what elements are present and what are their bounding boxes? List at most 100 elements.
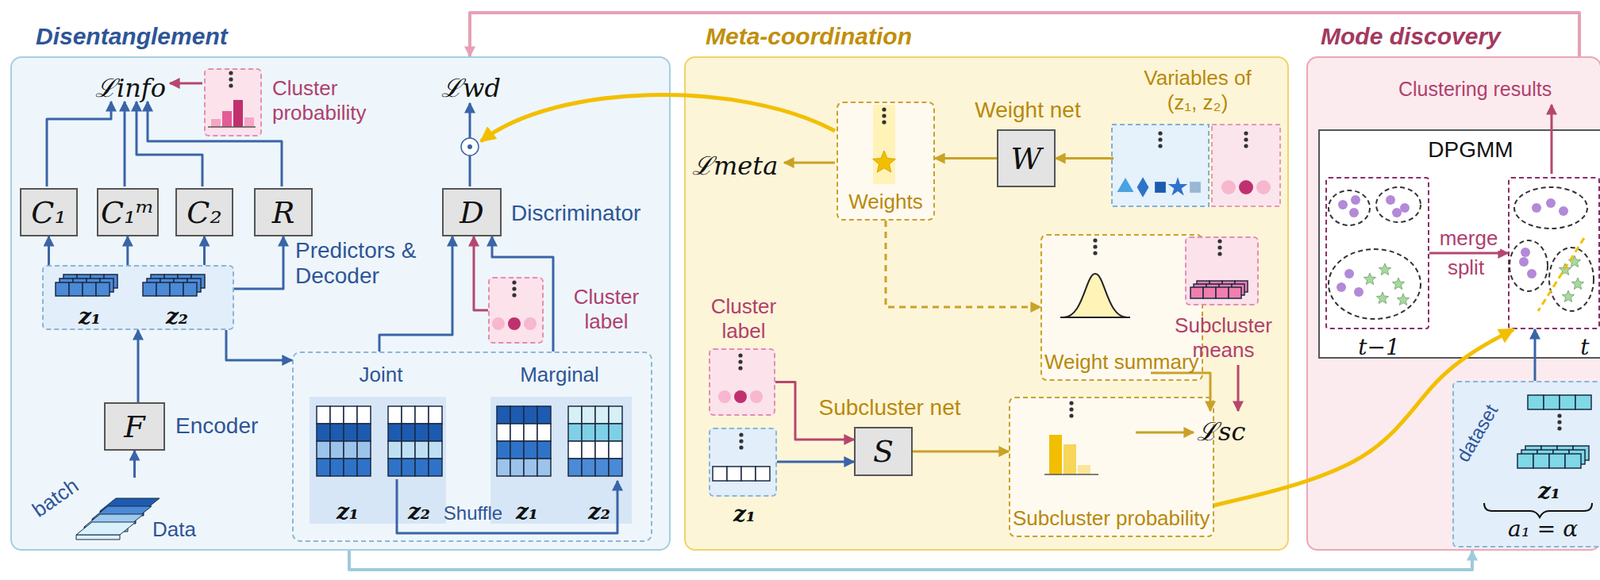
connector bbox=[138, 330, 139, 403]
latent-cells bbox=[69, 282, 83, 297]
variable-shape bbox=[1137, 176, 1150, 198]
data-point bbox=[1519, 257, 1529, 267]
data-point bbox=[1561, 290, 1574, 303]
latent-cells bbox=[55, 282, 70, 297]
connector-path bbox=[912, 450, 1009, 454]
connector-path bbox=[234, 236, 284, 289]
connector-path bbox=[1534, 329, 1537, 381]
connector-path bbox=[934, 157, 997, 160]
dataset-cells bbox=[1525, 446, 1542, 461]
connector-path bbox=[1055, 157, 1114, 160]
sample-matrix bbox=[343, 441, 358, 459]
node-title: Cluster probability bbox=[272, 76, 392, 126]
cluster-outline bbox=[1376, 187, 1421, 223]
label-dot bbox=[507, 317, 521, 331]
label-dot bbox=[750, 390, 763, 404]
node-title: Cluster label bbox=[698, 294, 789, 344]
data-slab bbox=[100, 511, 144, 516]
latent-cells bbox=[187, 278, 201, 293]
dataset-cells bbox=[1575, 395, 1592, 410]
node-title: C₂ bbox=[186, 195, 222, 231]
sample-matrix bbox=[581, 458, 596, 477]
sample-matrix bbox=[496, 423, 511, 442]
node-title: Cluster label bbox=[562, 284, 650, 335]
dataset-cells bbox=[1569, 450, 1585, 465]
node-title: Mode discovery bbox=[1320, 23, 1501, 50]
cluster-outline bbox=[1328, 249, 1421, 320]
node-text: Data bbox=[152, 517, 197, 543]
data-point bbox=[1349, 207, 1359, 218]
connector-path bbox=[1214, 329, 1514, 506]
ellipsis-dot bbox=[881, 119, 886, 124]
variable-shape bbox=[1168, 176, 1189, 197]
label-dot bbox=[492, 317, 505, 331]
variable-shape bbox=[1189, 181, 1201, 193]
predictor-box: C₁ᵐ bbox=[96, 188, 159, 237]
weight-net-box: WWeight net bbox=[996, 129, 1056, 188]
sample-matrix bbox=[568, 441, 582, 459]
dataset-cells bbox=[1553, 450, 1570, 465]
node-title: t bbox=[1573, 334, 1597, 361]
cluster-state-box: t bbox=[1507, 176, 1600, 330]
ellipsis-dot bbox=[1092, 244, 1097, 249]
label-dot bbox=[1256, 180, 1271, 195]
latent-cells bbox=[96, 282, 110, 297]
sample-matrix bbox=[568, 423, 582, 442]
data-point bbox=[1336, 282, 1347, 293]
cluster-outline bbox=[1328, 190, 1370, 226]
node-title: R bbox=[272, 195, 296, 231]
connector-path bbox=[137, 330, 140, 403]
node-title: Joint bbox=[349, 362, 413, 388]
data-slab bbox=[92, 506, 152, 520]
sample-matrix bbox=[388, 406, 402, 424]
latent-cells bbox=[755, 466, 770, 481]
loss-label: ℒwd bbox=[441, 69, 501, 104]
bar-axis bbox=[207, 126, 256, 128]
predictor-box: C₁ bbox=[19, 188, 78, 237]
data-point bbox=[1392, 277, 1404, 290]
ellipsis-dot bbox=[511, 286, 516, 291]
sample-matrix bbox=[401, 423, 416, 442]
dataset-cells bbox=[1543, 395, 1560, 410]
data-point bbox=[1558, 263, 1571, 276]
subcluster-net-box: SSubcluster net bbox=[853, 426, 913, 477]
connector-path bbox=[469, 12, 1580, 57]
mean-cells bbox=[1209, 280, 1223, 293]
weight-distribution bbox=[1063, 273, 1127, 318]
latent-cells bbox=[726, 466, 742, 481]
connector-path bbox=[126, 236, 129, 266]
loss-arrow bbox=[469, 103, 472, 187]
ellipsis-dot bbox=[1217, 245, 1222, 250]
mean-cells bbox=[1228, 287, 1242, 299]
node-title: W bbox=[1010, 141, 1042, 177]
connector-path bbox=[226, 330, 293, 361]
cluster-state-box: t−1 bbox=[1325, 176, 1430, 330]
sample-matrix bbox=[428, 458, 443, 477]
ellipsis-dot bbox=[1217, 251, 1222, 256]
mean-cells bbox=[1193, 284, 1207, 296]
sample-matrix bbox=[568, 406, 582, 424]
ellipsis-dot bbox=[1557, 426, 1562, 431]
latent-cells bbox=[173, 278, 188, 293]
probability-bar bbox=[233, 100, 243, 127]
node-text: z₂ bbox=[403, 498, 435, 525]
ellipsis-dot bbox=[228, 83, 233, 88]
data-point bbox=[1526, 269, 1537, 279]
node-title: Subcluster means bbox=[1166, 313, 1281, 363]
sample-matrix bbox=[401, 406, 416, 424]
sample-group: JointMarginalz₁z₂z₁z₂Shuffle bbox=[292, 351, 653, 543]
label-box: Cluster label bbox=[708, 348, 776, 416]
sample-matrix bbox=[608, 406, 623, 424]
connector bbox=[1055, 157, 1114, 159]
node-text: Shuffle bbox=[433, 502, 513, 525]
probability-bar bbox=[1077, 465, 1091, 475]
sample-matrix bbox=[415, 458, 429, 477]
weights-box: Weights bbox=[836, 101, 935, 221]
ellipsis-dot bbox=[1217, 238, 1222, 243]
node-title: batch bbox=[27, 473, 84, 524]
sample-matrix bbox=[496, 458, 511, 477]
dataset-cells bbox=[1549, 453, 1566, 469]
